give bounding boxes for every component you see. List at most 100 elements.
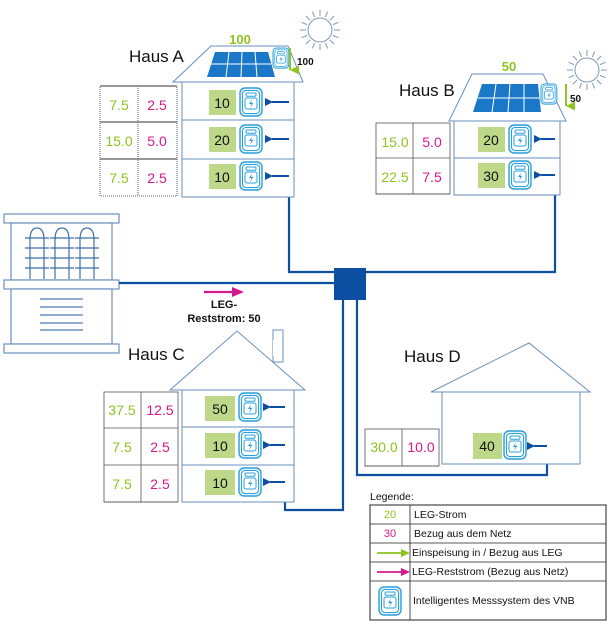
sun-ray — [329, 39, 335, 45]
solar-panel-icon — [207, 51, 275, 78]
leg-value: 10 — [212, 475, 228, 491]
haus-a-split-table: 7.5 2.5 15.0 5.0 7.5 2.5 — [99, 85, 178, 197]
grid-share: 10.0 — [407, 439, 434, 455]
leg-value: 40 — [479, 438, 495, 454]
leg-value: 10 — [212, 438, 228, 454]
legend-label: Einspeisung in / Bezug aus LEG — [412, 547, 563, 559]
grid-share: 5.0 — [422, 134, 442, 150]
grid-share: 2.5 — [150, 476, 170, 492]
leg-value: 50 — [212, 401, 228, 417]
sun-ray — [599, 74, 606, 79]
sun-ray — [591, 51, 596, 58]
haus-a-label: Haus A — [129, 47, 184, 66]
legend-label: LEG-Strom — [414, 509, 467, 521]
sun-ray — [578, 82, 583, 89]
leg-reststrom-label-line2: Reststrom: 50 — [187, 313, 260, 325]
legend-green-number: 20 — [384, 509, 396, 521]
leg-value: 10 — [214, 169, 230, 185]
sun-ray — [305, 15, 311, 21]
smart-meter-icon — [503, 430, 527, 460]
leg-share: 30.0 — [370, 439, 397, 455]
sun-ray — [324, 42, 329, 49]
legend-label: Intelligentes Messsystem des VNB — [413, 595, 575, 607]
haus-c-floor-2: 10 — [205, 429, 285, 459]
smart-meter-icon — [272, 47, 290, 69]
leg-value: 30 — [483, 168, 499, 184]
leg-share: 7.5 — [109, 170, 129, 186]
haus-c-floor-3: 10 — [205, 467, 285, 497]
leg-reststrom-arrow — [204, 287, 244, 297]
legend-label: LEG-Reststrom (Bezug aus Netz) — [412, 566, 568, 578]
grid-line-haus-a — [287, 114, 335, 274]
haus-b: Haus B 50 — [399, 59, 567, 196]
grid-share: 7.5 — [422, 169, 442, 185]
haus-c-label: Haus C — [128, 345, 185, 364]
grid-share: 5.0 — [147, 133, 167, 149]
smart-meter-icon — [239, 87, 263, 117]
haus-a-floor-2: 20 — [209, 124, 289, 154]
sun-ray — [332, 21, 339, 26]
leg-share: 15.0 — [105, 133, 132, 149]
smart-meter-icon — [508, 160, 532, 190]
leg-share: 7.5 — [112, 439, 132, 455]
smart-meter-icon — [238, 392, 262, 422]
sun-ray — [324, 11, 329, 18]
smart-meter-icon — [540, 83, 558, 105]
haus-d-floor-1: 40 — [473, 430, 547, 460]
haus-b-feed-in-value: 50 — [570, 94, 582, 105]
sun-ray — [572, 79, 578, 85]
leg-share: 15.0 — [381, 134, 408, 150]
haus-b-pv-value: 50 — [502, 59, 516, 74]
sun-ray — [329, 15, 335, 21]
leg-share: 37.5 — [108, 402, 135, 418]
leg-value: 20 — [483, 132, 499, 148]
green-arrow-icon — [377, 549, 410, 557]
sun-ray — [599, 61, 606, 66]
sun-ray — [591, 82, 596, 89]
sun-ray — [311, 11, 316, 18]
haus-a-floor-3: 10 — [209, 161, 289, 191]
sun-ray — [572, 55, 578, 61]
haus-a-feed-in-value: 100 — [297, 57, 314, 68]
leg-share: 7.5 — [109, 97, 129, 113]
sun-ray — [568, 61, 575, 66]
haus-d-label: Haus D — [404, 347, 461, 366]
sun-icon — [567, 50, 607, 90]
sun-ray — [578, 51, 583, 58]
sun-ray — [596, 79, 602, 85]
solar-panel-icon — [473, 83, 541, 113]
leg-reststrom-label-line1: LEG- — [211, 299, 238, 311]
magenta-arrow-icon — [377, 568, 410, 576]
haus-d-split-table: 30.0 10.0 — [364, 428, 440, 467]
haus-b-split-table: 15.0 5.0 22.5 7.5 — [375, 122, 451, 195]
legend-label: Bezug aus dem Netz — [414, 528, 511, 540]
sun-ray — [311, 42, 316, 49]
sun-ray — [332, 34, 339, 39]
sun-ray — [301, 34, 308, 39]
leg-value: 20 — [214, 132, 230, 148]
leg-share: 22.5 — [381, 169, 408, 185]
leg-share: 7.5 — [112, 476, 132, 492]
leg-value: 10 — [214, 95, 230, 111]
sun-ray — [301, 21, 308, 26]
haus-c-floor-1: 50 — [205, 392, 285, 422]
smart-meter-icon — [238, 467, 262, 497]
smart-meter-icon — [238, 429, 262, 459]
legend-title: Legende: — [370, 491, 414, 503]
sun-ray — [305, 39, 311, 45]
grid-share: 2.5 — [150, 439, 170, 455]
smart-meter-icon — [378, 586, 402, 616]
smart-meter-icon — [239, 124, 263, 154]
smart-meter-icon — [508, 124, 532, 154]
grid-share: 12.5 — [146, 402, 173, 418]
legend: Legende: 20 LEG-Strom 30 Bezug aus dem N… — [369, 491, 607, 621]
legend-row-einspeisung: Einspeisung in / Bezug aus LEG — [377, 547, 563, 559]
haus-b-label: Haus B — [399, 81, 455, 100]
legend-row-leg-strom: 20 LEG-Strom — [384, 509, 467, 521]
sun-ray — [568, 74, 575, 79]
grid-hub-node — [334, 268, 366, 300]
sun-ray — [596, 55, 602, 61]
haus-c-split-table: 37.5 12.5 7.5 2.5 7.5 2.5 — [103, 391, 179, 503]
haus-d: Haus D — [404, 342, 592, 465]
